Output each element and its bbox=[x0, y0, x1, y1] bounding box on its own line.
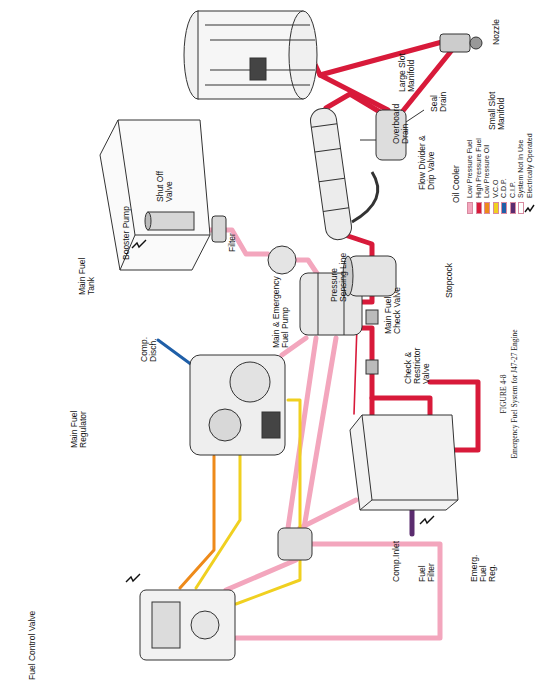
nozzle-tip bbox=[470, 37, 482, 49]
part-label: Oil Cooler bbox=[452, 143, 461, 203]
stopcock bbox=[348, 256, 396, 296]
electric-symbols bbox=[126, 205, 534, 582]
legend-text: V.C.O bbox=[492, 180, 500, 198]
part-label: Nozzle bbox=[492, 5, 501, 45]
part-label: Large Slot Manifold bbox=[398, 48, 416, 92]
booster-pump-top bbox=[145, 212, 151, 230]
legend-text: Electrically Operated bbox=[526, 133, 534, 198]
legend-text: Low Pressure Fuel bbox=[466, 140, 474, 198]
low-pressure-pipe bbox=[304, 338, 336, 528]
engine-body bbox=[198, 11, 303, 99]
legend-bolt bbox=[525, 205, 534, 212]
component-group bbox=[100, 11, 482, 660]
legend-swatch bbox=[467, 202, 473, 214]
part-label: Fuel Filter bbox=[418, 552, 436, 582]
part-label: Shut Off Valve bbox=[156, 160, 174, 202]
figure-caption: Emergency Fuel System for J47-27 Engine bbox=[511, 314, 519, 474]
regulator-box-edge bbox=[360, 415, 458, 510]
part-label: Comp.Inlet bbox=[392, 522, 401, 582]
legend-text: Low Pressure Oil bbox=[483, 145, 491, 198]
part-label: Seal Drain bbox=[430, 80, 448, 112]
figure-number: FIGURE 4-8 bbox=[500, 364, 508, 424]
part-label: Filter bbox=[228, 212, 237, 252]
part-label: Overboard Drain bbox=[392, 96, 410, 144]
legend-swatch bbox=[501, 202, 507, 214]
high-pressure-pipe bbox=[362, 296, 372, 302]
low-pressure-pipe bbox=[300, 500, 356, 528]
part-label: Emerg. Fuel Reg. bbox=[470, 546, 497, 582]
legend-text: C.I.P. bbox=[509, 181, 517, 198]
electric-bolt bbox=[126, 574, 140, 582]
emergency-fuel-regulator bbox=[350, 415, 458, 510]
fuel-tank bbox=[100, 120, 210, 270]
oil-cooler bbox=[309, 107, 353, 241]
low-pressure-pipe bbox=[288, 338, 316, 528]
engine-detail bbox=[250, 58, 266, 80]
main-fuel-regulator-body bbox=[190, 355, 285, 455]
fuel-control-valve-body bbox=[140, 590, 235, 660]
legend-swatch bbox=[493, 202, 499, 214]
valve-detail bbox=[152, 602, 180, 648]
regulator-detail bbox=[262, 412, 280, 438]
oil-cooler-bracket bbox=[352, 172, 378, 222]
part-label: Main Fuel Tank bbox=[78, 247, 96, 295]
oil-pipe bbox=[180, 456, 214, 588]
high-pressure-pipe bbox=[372, 398, 430, 416]
vco-pipe bbox=[196, 452, 240, 588]
part-label: Comp. Disch. bbox=[140, 328, 158, 362]
part-label: Flow Divider & Drip Valve bbox=[418, 128, 436, 190]
regulator-detail bbox=[209, 409, 241, 441]
booster-pump bbox=[148, 212, 194, 230]
filter bbox=[268, 246, 296, 274]
part-label: Small Slot Manifold bbox=[488, 84, 506, 130]
pipe-group bbox=[158, 42, 478, 638]
legend-text: High Pressure Fuel bbox=[475, 138, 483, 198]
legend-swatch bbox=[518, 202, 524, 214]
legend-swatch bbox=[476, 202, 482, 214]
legend-swatch bbox=[510, 202, 516, 214]
cip-pipe bbox=[410, 510, 415, 534]
large-slot-manifold-pipe bbox=[306, 45, 388, 110]
large-slot-manifold-pipe bbox=[320, 42, 442, 75]
regulator-detail bbox=[230, 362, 270, 402]
cdp-pipe bbox=[158, 340, 192, 365]
electric-bolt bbox=[132, 240, 146, 248]
part-label: Pressure Sensing Line bbox=[330, 250, 348, 302]
part-label: Booster Pump bbox=[122, 180, 131, 260]
electric-bolt bbox=[420, 516, 434, 524]
part-label: Main & Emergency Fuel Pump bbox=[272, 260, 290, 348]
nozzle-body bbox=[440, 34, 470, 52]
valve-detail bbox=[191, 611, 219, 639]
legend-text: C.D.P. bbox=[500, 178, 508, 198]
part-label: Fuel Control Valve bbox=[28, 540, 37, 680]
tank-edge bbox=[118, 120, 210, 270]
legend-swatch bbox=[484, 202, 490, 214]
part-label: Main Fuel Check Valve bbox=[384, 278, 402, 334]
fuel-filter bbox=[278, 528, 312, 560]
part-label: Stopcock bbox=[445, 238, 454, 298]
engine-rear bbox=[289, 11, 317, 99]
shut-off-valve bbox=[212, 216, 226, 242]
engine-rib bbox=[205, 25, 315, 85]
part-label: Main Fuel Regulator bbox=[70, 392, 88, 448]
part-label: Check & Restrictor Valve bbox=[404, 328, 431, 384]
oil-cooler-group bbox=[309, 107, 353, 241]
oil-cooler-rib bbox=[311, 124, 349, 212]
check-restrictor-valve bbox=[366, 360, 378, 374]
legend-text: System Not In Use bbox=[517, 140, 525, 198]
main-fuel-check-valve bbox=[366, 310, 378, 324]
